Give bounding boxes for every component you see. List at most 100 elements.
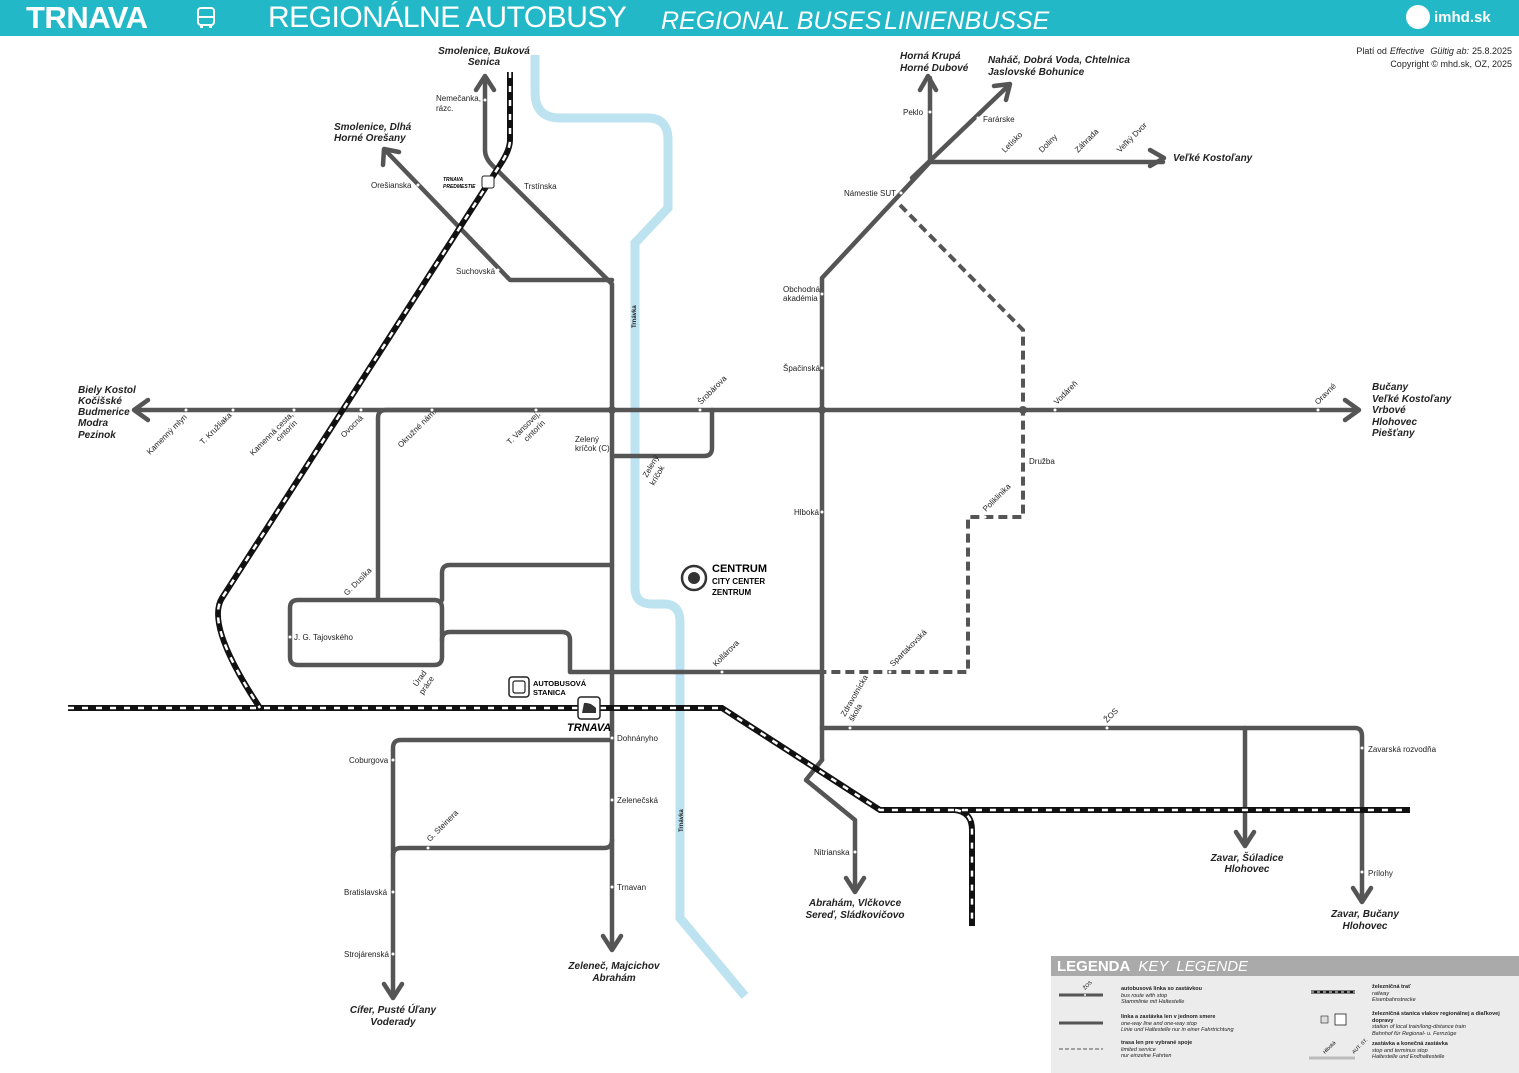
railway-station-predmestie[interactable]: TRNAVA PREDMESTIE — [443, 175, 495, 190]
predmestie-label: PREDMESTIE — [443, 184, 476, 190]
destination-label: Budmerice — [78, 407, 130, 418]
route-loop — [287, 407, 615, 668]
stop-label: Trnavan — [617, 883, 646, 892]
stop-label: ŽOS — [1102, 706, 1120, 724]
bus-icon — [197, 7, 215, 28]
destination-label: Horné Dubové — [900, 63, 969, 74]
stop-label: Poliklinika — [981, 482, 1013, 514]
route-east-corridor — [819, 159, 1166, 763]
destination-label: Biely Kostol — [78, 385, 136, 396]
destination-label: Pezinok — [78, 430, 116, 441]
train-icon — [481, 175, 495, 189]
route-east-arrow — [1342, 397, 1362, 423]
title-en: REGIONAL BUSES — [661, 7, 882, 35]
stop-label: rázc. — [436, 104, 453, 113]
logo-text: imhd.sk — [1434, 8, 1491, 26]
stop-label: Zelený — [575, 435, 599, 444]
stop-label: Kollárova — [711, 638, 741, 668]
destination-label: Abrahám — [591, 973, 635, 984]
stop-label: Okružné nám. — [396, 408, 438, 450]
stop-label: Šrobárova — [696, 374, 729, 407]
stop-label: Zavarská rozvodňa — [1368, 745, 1437, 754]
stop-label: Nitrianska — [814, 848, 850, 857]
legend-title-en: KEY — [1138, 958, 1169, 975]
stop-label: Kamenný mlyn — [145, 413, 189, 457]
valid-label-en: Effective — [1389, 46, 1425, 56]
route-west-arrow — [131, 397, 151, 423]
destination-label: Senica — [468, 57, 501, 68]
stop-label: Námestie SUT — [844, 189, 896, 198]
bus-station-icon — [508, 676, 530, 698]
stop-dots — [184, 98, 1364, 956]
destination-label: Zavar, Bučany — [1330, 909, 1399, 920]
stop-label: Peklo — [903, 108, 924, 117]
legend-symbols: ŽOS Hlboká AUT. ST. — [1059, 978, 1369, 1060]
stop-label: Strojárenská — [344, 950, 389, 959]
legend-sample-stop: ŽOS — [1081, 978, 1094, 991]
route-limited-service — [822, 203, 1025, 674]
centrum-label: CENTRUM — [712, 563, 767, 575]
destination-label: Zeleneč, Majcichov — [567, 961, 661, 972]
stop-label: Veľký Dvor — [1115, 120, 1149, 154]
valid-date: 25.8.2025 — [1471, 46, 1512, 56]
destination-label: Hlohovec — [1224, 864, 1269, 875]
destination-label: Veľké Kostoľany — [1372, 394, 1452, 405]
destination-label: Hlohovec — [1342, 921, 1387, 932]
stop-label: akadémia — [783, 294, 818, 303]
stop-label: Orešianska — [371, 181, 412, 190]
destination-label: Bučany — [1372, 382, 1409, 393]
destination-label: Vrbové — [1372, 405, 1406, 416]
bus-station-label: STANICA — [533, 688, 566, 697]
destination-label: Piešťany — [1372, 428, 1415, 439]
centrum-label-en: CITY CENTER — [712, 577, 765, 586]
stop-label: Spartakovská — [888, 627, 929, 668]
destination-label: Voderady — [370, 1017, 416, 1028]
bus-station[interactable]: AUTOBUSOVÁ STANICA — [508, 676, 587, 698]
legend-sample-stop: Hlboká — [1322, 1040, 1337, 1055]
route-zeleny-kricok — [609, 407, 715, 459]
route-dlha — [382, 147, 615, 283]
stop-label: Coburgova — [349, 756, 389, 765]
legend-title-sk: LEGENDA — [1057, 958, 1131, 975]
river-label: Trnávka — [632, 305, 638, 328]
stop-label: Prílohy — [1368, 869, 1393, 878]
city-center-marker: CENTRUM CITY CENTER ZENTRUM — [680, 563, 767, 597]
destinations: Biely Kostol Kočišské Budmerice Modra Pe… — [78, 46, 1452, 1028]
title-de: LINIENBUSSE — [884, 7, 1050, 35]
bus-station-label: AUTOBUSOVÁ — [533, 679, 587, 688]
imhd-logo[interactable]: imhd.sk — [1406, 3, 1491, 31]
stop-label: Farárske — [983, 115, 1015, 124]
stop-label: Dohnányho — [617, 734, 658, 743]
destination-label: Modra — [78, 418, 108, 429]
stop-label: Záhrada — [1073, 127, 1101, 155]
destination-label: Naháč, Dobrá Voda, Chtelnica — [988, 55, 1130, 66]
stop-label: Nemečanka, — [436, 94, 481, 103]
train-icon — [1334, 1013, 1347, 1026]
destination-label: Horné Orešany — [334, 133, 406, 144]
copyright: Copyright © mhd.sk, OZ, 2025 — [1390, 59, 1512, 69]
stop-label: G. Steinera — [425, 808, 460, 843]
title-sk: REGIONÁLNE AUTOBUSY — [268, 1, 627, 34]
railway-station-trnava[interactable]: TRNAVA — [567, 696, 611, 734]
header-bar: TRNAVA REGIONÁLNE AUTOBUSY REGIONAL BUSE… — [0, 0, 1519, 36]
destination-label: Smolenice, Dlhá — [334, 122, 412, 133]
stop-label: Družba — [1029, 457, 1055, 466]
destination-label: Horná Krupá — [900, 51, 961, 62]
legend-sample-terminus: AUT. ST. — [1351, 1037, 1369, 1055]
map-pin-icon — [1406, 5, 1430, 29]
stop-label: Doliny — [1037, 132, 1059, 154]
river-label: Trnávka — [679, 809, 685, 832]
stop-label: Oravné — [1313, 381, 1338, 406]
valid-label-de: Gültig ab: — [1430, 46, 1469, 56]
legend-item: železničná stanica vlakov regionálnej a … — [1372, 1011, 1500, 1037]
stop-label: Vodáreň — [1052, 379, 1079, 406]
route-zos — [819, 725, 1365, 903]
stop-label: Špačinská — [783, 364, 820, 373]
stop-label: kríčok (C) — [575, 444, 610, 453]
